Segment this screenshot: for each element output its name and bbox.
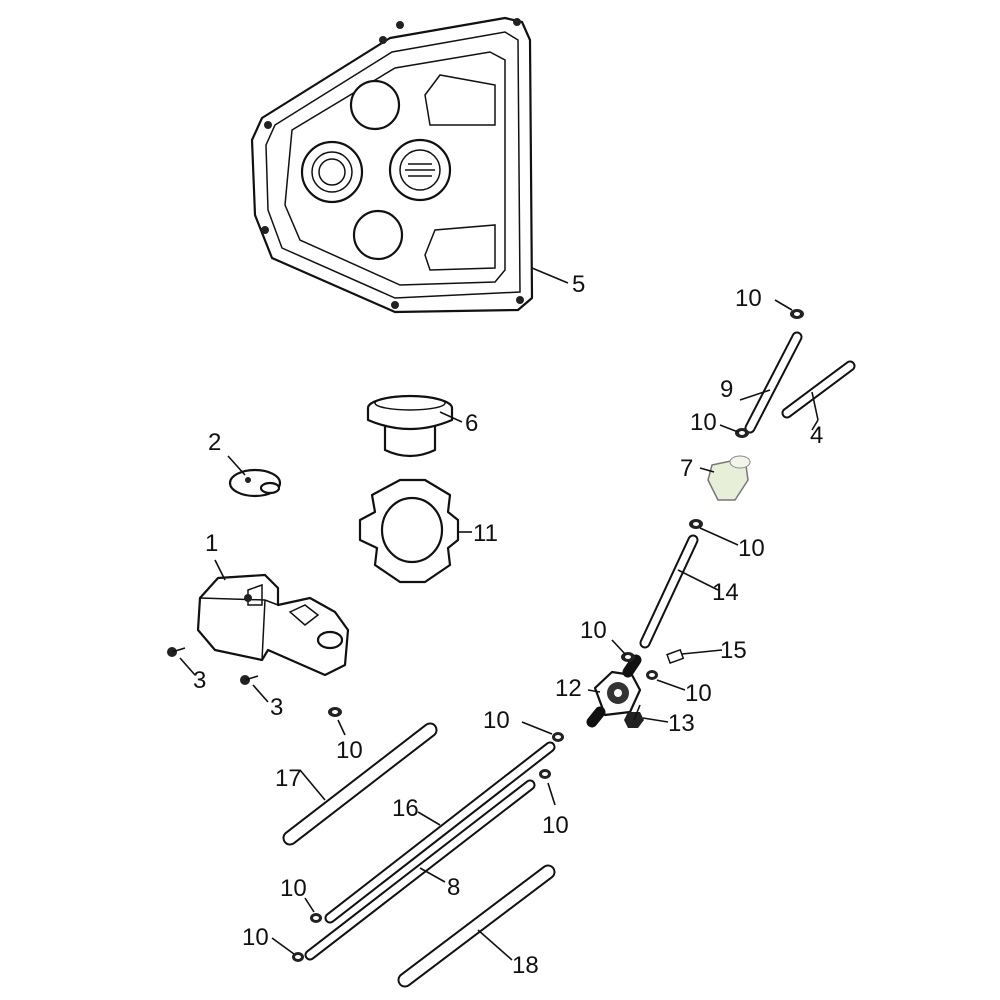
callout-label: 6 — [465, 410, 478, 437]
callout-label: 17 — [275, 765, 302, 792]
callout-label: 10 — [280, 875, 307, 902]
tube-14[interactable] — [639, 534, 699, 649]
hose-clip-part[interactable] — [646, 670, 658, 680]
callout-label: 10 — [580, 617, 607, 644]
fuel-cap-part[interactable] — [366, 394, 454, 458]
callout-label: 5 — [572, 271, 585, 298]
callout-label: 15 — [720, 637, 747, 664]
callout-label: 9 — [720, 376, 733, 403]
hose-clip-part[interactable] — [790, 309, 804, 319]
callout-label: 10 — [483, 707, 510, 734]
hose-clip-part[interactable] — [735, 428, 749, 438]
callout-label: 10 — [735, 285, 762, 312]
callout-label: 7 — [680, 455, 693, 482]
tube-16[interactable] — [324, 741, 556, 924]
small-cap-part[interactable] — [228, 468, 282, 498]
callout-label: 10 — [738, 535, 765, 562]
callout-label: 10 — [336, 737, 363, 764]
hose-clip-part[interactable] — [539, 769, 551, 779]
tube-17[interactable] — [282, 722, 438, 846]
callout-label: 16 — [392, 795, 419, 822]
callout-label: 10 — [242, 924, 269, 951]
tube-8[interactable] — [304, 779, 536, 961]
bolt-part[interactable] — [624, 704, 644, 728]
hose-clips — [292, 309, 804, 962]
callout-label: 10 — [685, 680, 712, 707]
tube-9[interactable] — [744, 331, 803, 434]
tube-4[interactable] — [781, 360, 856, 419]
callout-label: 3 — [270, 694, 283, 721]
hose-clip-part[interactable] — [689, 519, 703, 529]
callout-label: 4 — [810, 422, 823, 449]
callout-label: 10 — [690, 409, 717, 436]
callout-label: 12 — [555, 675, 582, 702]
callout-label: 10 — [542, 812, 569, 839]
hose-clip-part[interactable] — [552, 732, 564, 742]
callout-label: 8 — [447, 874, 460, 901]
callout-label: 2 — [208, 429, 221, 456]
callout-label: 11 — [473, 520, 498, 547]
callout-label: 18 — [512, 952, 539, 979]
callout-label: 1 — [205, 530, 218, 557]
tube-18[interactable] — [397, 864, 556, 988]
screw-part[interactable] — [167, 647, 186, 657]
hose-clip-part[interactable] — [621, 652, 635, 662]
hose-clip-part[interactable] — [328, 707, 342, 717]
fuel-tank-part[interactable] — [250, 16, 534, 314]
plug-part[interactable] — [666, 648, 685, 665]
screw-part[interactable] — [240, 675, 259, 685]
callout-label: 14 — [712, 579, 739, 606]
callout-label: 3 — [193, 667, 206, 694]
lock-ring-part[interactable] — [358, 478, 460, 584]
hose-clip-part[interactable] — [310, 913, 322, 923]
fuel-valve-part[interactable] — [586, 654, 642, 728]
leader-lines — [179, 267, 819, 961]
callout-label: 13 — [668, 710, 695, 737]
bracket-part[interactable] — [196, 573, 350, 677]
hose-clip-part[interactable] — [292, 952, 304, 962]
callout-labels: 5 10 9 10 4 6 7 2 11 10 1 14 10 15 12 10… — [193, 271, 823, 979]
fuel-filter-part[interactable] — [707, 455, 751, 501]
